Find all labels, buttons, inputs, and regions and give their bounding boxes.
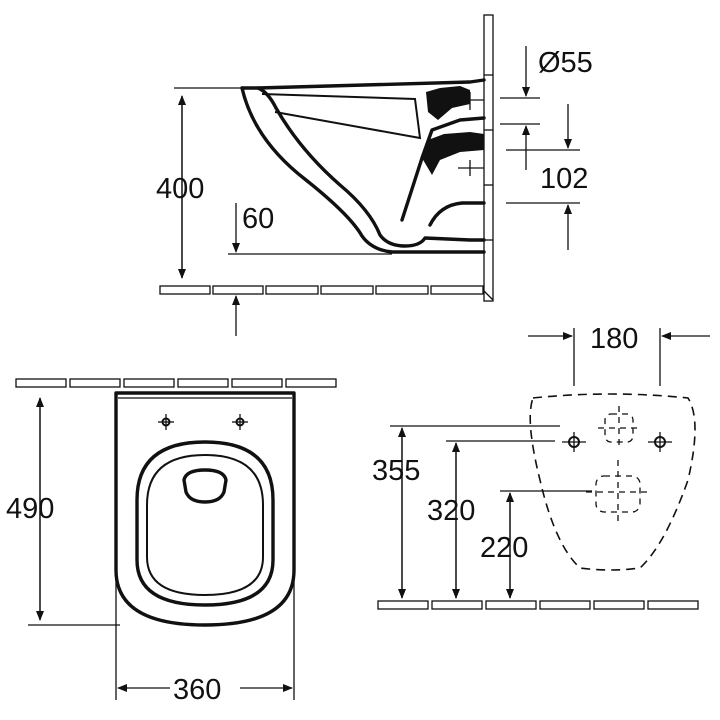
side-wall	[483, 14, 494, 302]
label-d55: Ø55	[538, 47, 593, 79]
dim-102: 102	[506, 104, 588, 250]
label-400: 400	[156, 173, 204, 205]
rear-outline	[529, 393, 696, 571]
side-view: 400 60 Ø55 102	[156, 14, 593, 336]
label-360: 360	[173, 674, 221, 706]
label-220: 220	[480, 532, 528, 564]
dim-180: 180	[528, 323, 710, 386]
top-bowl	[114, 391, 296, 627]
rear-floor	[377, 600, 699, 610]
dim-d55: Ø55	[500, 46, 593, 170]
top-view: 490 360	[6, 378, 337, 706]
side-bowl	[240, 78, 486, 254]
label-355: 355	[372, 455, 420, 487]
rear-view: 180 355 320 220	[372, 323, 710, 610]
dim-360: 360	[115, 575, 295, 706]
dim-355: 355	[372, 425, 560, 599]
dim-320: 320	[427, 440, 555, 599]
dim-400: 400	[156, 87, 244, 279]
label-490: 490	[6, 493, 54, 525]
top-wall	[15, 378, 337, 388]
label-180: 180	[590, 323, 638, 355]
dim-60: 60	[228, 203, 392, 336]
dim-220: 220	[480, 490, 592, 599]
side-floor	[159, 285, 494, 301]
label-102: 102	[540, 163, 588, 195]
dim-490: 490	[6, 397, 120, 626]
label-60: 60	[242, 203, 274, 235]
label-320: 320	[427, 495, 475, 527]
